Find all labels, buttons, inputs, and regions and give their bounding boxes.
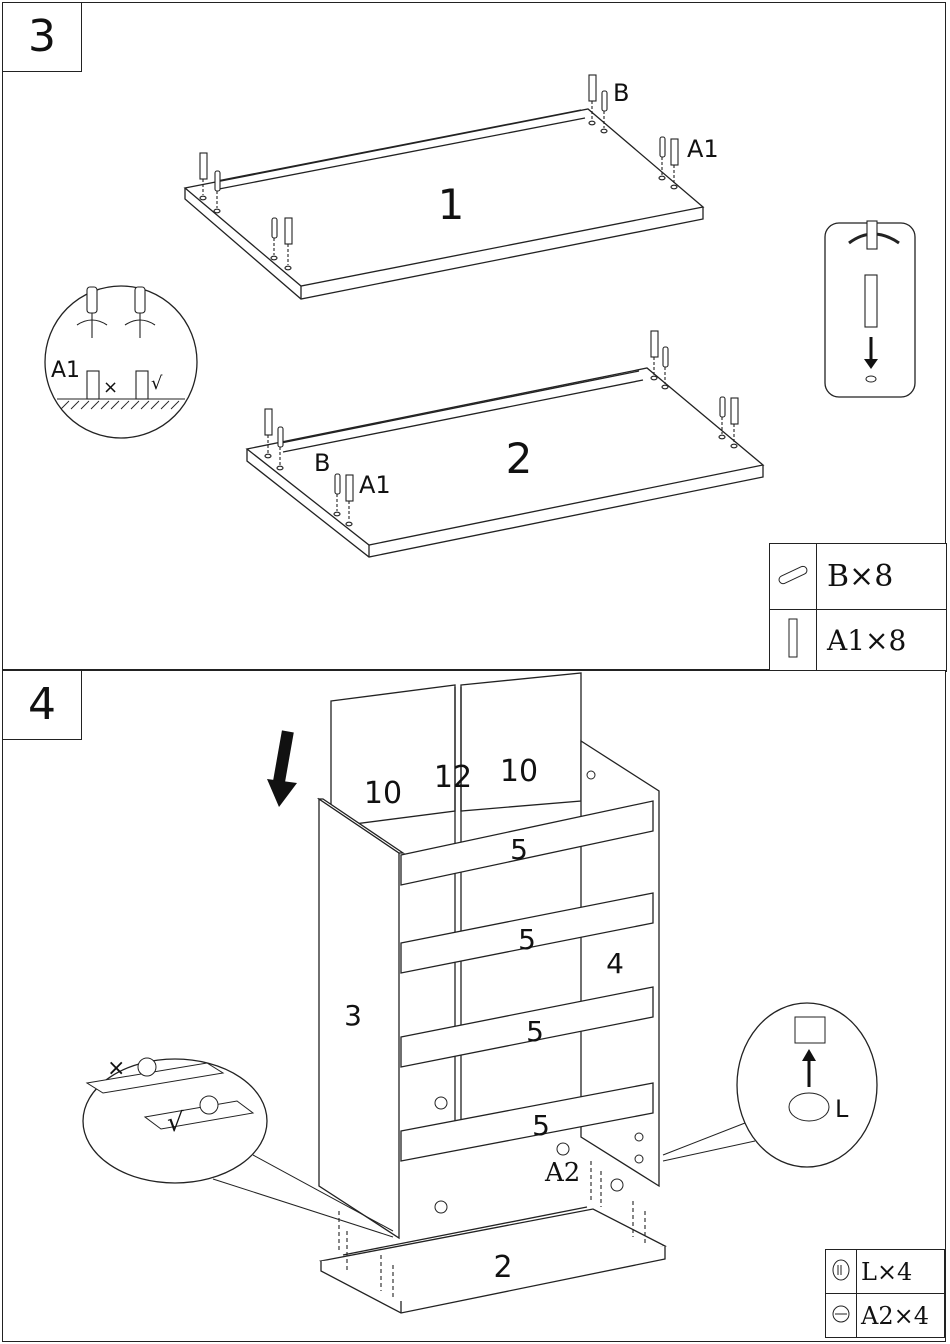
screw-too-high-icon [87, 371, 99, 399]
cam-lock-label-a2: A2 [544, 1158, 580, 1188]
part-a1-count: 8 [889, 624, 907, 657]
shelf-1-label: 5 [510, 833, 528, 866]
part-a1-times: × [865, 624, 888, 657]
part-a2-times: × [894, 1302, 914, 1330]
part-a1-label: A1 [827, 624, 865, 657]
cam-lock-icon [435, 1097, 447, 1109]
parts-row-b: B×8 [770, 544, 947, 610]
screwdriver-icon [87, 287, 97, 313]
side-panel-right-label: 4 [606, 947, 624, 980]
wrong-mark: × [107, 1056, 125, 1081]
shelf-2-label: 5 [518, 923, 536, 956]
step-3-panel: 3 [2, 2, 946, 670]
dowel-label-b-bottom: B [314, 449, 330, 477]
cam-lock-icon [611, 1179, 623, 1191]
panel-1-label: 1 [438, 180, 465, 229]
cam-lock-icon [200, 1096, 218, 1114]
cap-icon [789, 1093, 829, 1121]
panel-2-label: 2 [506, 434, 533, 483]
part-a2-label: A2 [861, 1302, 894, 1330]
part-b-times: × [849, 559, 874, 594]
dowel-label-b-top: B [613, 79, 629, 107]
part-l-times: × [877, 1258, 897, 1286]
side-panel-left-label: 3 [344, 999, 362, 1032]
screw-label-a1-bottom: A1 [359, 471, 391, 499]
base-panel-label: 2 [493, 1250, 512, 1285]
back-panel-left-label: 10 [364, 776, 402, 811]
shelf-4-label: 5 [532, 1109, 550, 1142]
part-l-label: L [861, 1258, 877, 1286]
cam-lock-icon [830, 1302, 852, 1326]
screwdriver-icon [867, 221, 877, 249]
part-l-count: 4 [897, 1258, 912, 1286]
screw-icon [865, 275, 877, 327]
parts-row-l: L×4 [826, 1250, 945, 1294]
screw-correct-icon [136, 371, 148, 399]
screw-icon [786, 617, 800, 661]
dowel-icon [776, 563, 810, 587]
cam-lock-icon [795, 1017, 825, 1043]
cam-lock-icon [435, 1201, 447, 1213]
down-arrow-icon [267, 730, 297, 807]
right-mark: √ [151, 373, 163, 394]
part-b-count: 8 [874, 559, 893, 594]
parts-row-a2: A2×4 [826, 1294, 945, 1338]
cap-label-l: L [835, 1095, 849, 1123]
cap-icon [830, 1258, 852, 1282]
right-mark: √ [167, 1108, 184, 1138]
back-panel-right-label: 10 [500, 754, 538, 789]
cap-icon-cell [826, 1250, 857, 1294]
cam-lock-icon-cell [826, 1294, 857, 1338]
detail-balloon-cam-cover: L [663, 1003, 877, 1167]
shelf-3-label: 5 [526, 1015, 544, 1048]
step-4-panel: 4 [2, 670, 946, 1342]
screw-label-a1-top: A1 [687, 135, 719, 163]
step-4-illustration: 10 12 10 5 5 5 5 3 4 2 A2 × √ [3, 671, 947, 1343]
detail-box-screw-insert [825, 221, 915, 397]
detail-label-a1: A1 [51, 358, 80, 383]
parts-table-step-3: B×8 A1×8 [769, 543, 947, 672]
dowel-icon-cell [770, 544, 817, 610]
detail-circle-screw-depth: A1 × √ [45, 286, 197, 438]
back-panel-middle-label: 12 [434, 760, 472, 795]
screwdriver-icon [135, 287, 145, 313]
cam-lock-icon [557, 1143, 569, 1155]
cam-lock-icon [138, 1058, 156, 1076]
part-a2-count: 4 [914, 1302, 929, 1330]
screw-icon-cell [770, 610, 817, 672]
parts-table-step-4: L×4 A2×4 [825, 1249, 945, 1338]
part-b-label: B [827, 559, 849, 594]
wrong-mark: × [103, 377, 118, 398]
back-panel-right [461, 673, 581, 811]
parts-row-a1: A1×8 [770, 610, 947, 672]
